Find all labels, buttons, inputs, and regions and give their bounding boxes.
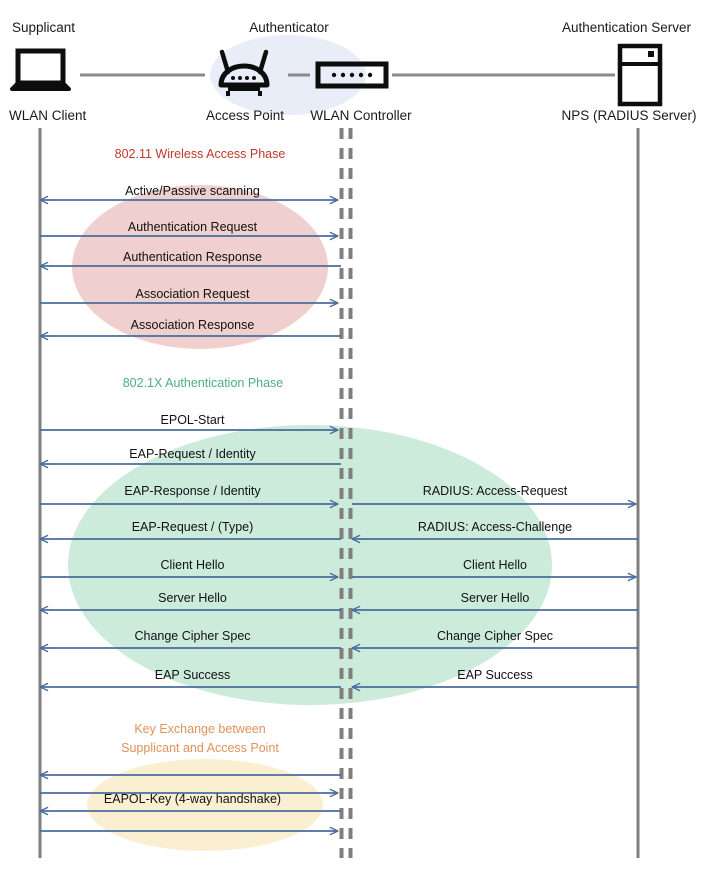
- phase-bubble-wireless-access: [72, 185, 328, 349]
- message-label-active-passive-scanning: Active/Passive scanning: [125, 184, 260, 198]
- node-label-nps-radius-server: NPS (RADIUS Server): [561, 108, 697, 123]
- phase-bubble-key-exchange: [87, 759, 323, 851]
- phase-title-key-exchange-line1: Key Exchange between: [134, 722, 266, 736]
- message-label-server-hello-right: Server Hello: [460, 591, 530, 605]
- message-label-change-cipher-spec-right: Change Cipher Spec: [436, 629, 554, 643]
- message-label-radius-access-challenge: RADIUS: Access-Challenge: [417, 520, 573, 534]
- node-label-wlan-client: WLAN Client: [9, 108, 87, 123]
- message-label-eap-request-identity: EAP-Request / Identity: [129, 447, 256, 461]
- message-label-client-hello-left: Client Hello: [160, 558, 225, 572]
- message-label-authentication-request: Authentication Request: [127, 220, 258, 234]
- role-label-authentication-server: Authentication Server: [561, 20, 692, 35]
- message-label-association-response: Association Response: [130, 318, 255, 332]
- network-switch-icon: [315, 61, 389, 89]
- phase-title-key-exchange-line2: Supplicant and Access Point: [121, 741, 279, 755]
- message-label-change-cipher-spec-left: Change Cipher Spec: [134, 629, 251, 643]
- message-label-eap-success-right: EAP Success: [457, 668, 533, 682]
- laptop-icon: [10, 48, 71, 91]
- phase1-arrows: [40, 200, 341, 336]
- phase2-arrows: [40, 430, 638, 687]
- message-label-eapol-key: EAPOL-Key (4-way handshake): [103, 792, 282, 806]
- message-label-association-request: Association Request: [135, 287, 250, 301]
- node-label-access-point: Access Point: [205, 108, 285, 123]
- role-label-supplicant: Supplicant: [12, 20, 76, 35]
- message-label-eapol-start: EPOL-Start: [160, 413, 225, 427]
- message-label-eap-success-left: EAP Success: [154, 668, 231, 682]
- message-label-eap-response-identity: EAP-Response / Identity: [124, 484, 261, 498]
- server-icon: [617, 43, 663, 107]
- message-label-client-hello-right: Client Hello: [463, 558, 527, 572]
- wireless-router-icon: [218, 49, 270, 96]
- role-label-authenticator: Authenticator: [249, 20, 329, 35]
- message-label-authentication-response: Authentication Response: [123, 250, 262, 264]
- message-label-eap-request-type: EAP-Request / (Type): [131, 520, 254, 534]
- message-label-radius-access-request: RADIUS: Access-Request: [422, 484, 568, 498]
- phase-title-dot1x-auth: 802.1X Authentication Phase: [122, 376, 284, 390]
- phase3-arrows: [40, 775, 341, 831]
- node-label-wlan-controller: WLAN Controller: [310, 108, 412, 123]
- phase-title-wireless-access: 802.11 Wireless Access Phase: [114, 147, 286, 161]
- phase-bubble-dot1x-auth: [68, 425, 552, 705]
- message-label-server-hello-left: Server Hello: [158, 591, 227, 605]
